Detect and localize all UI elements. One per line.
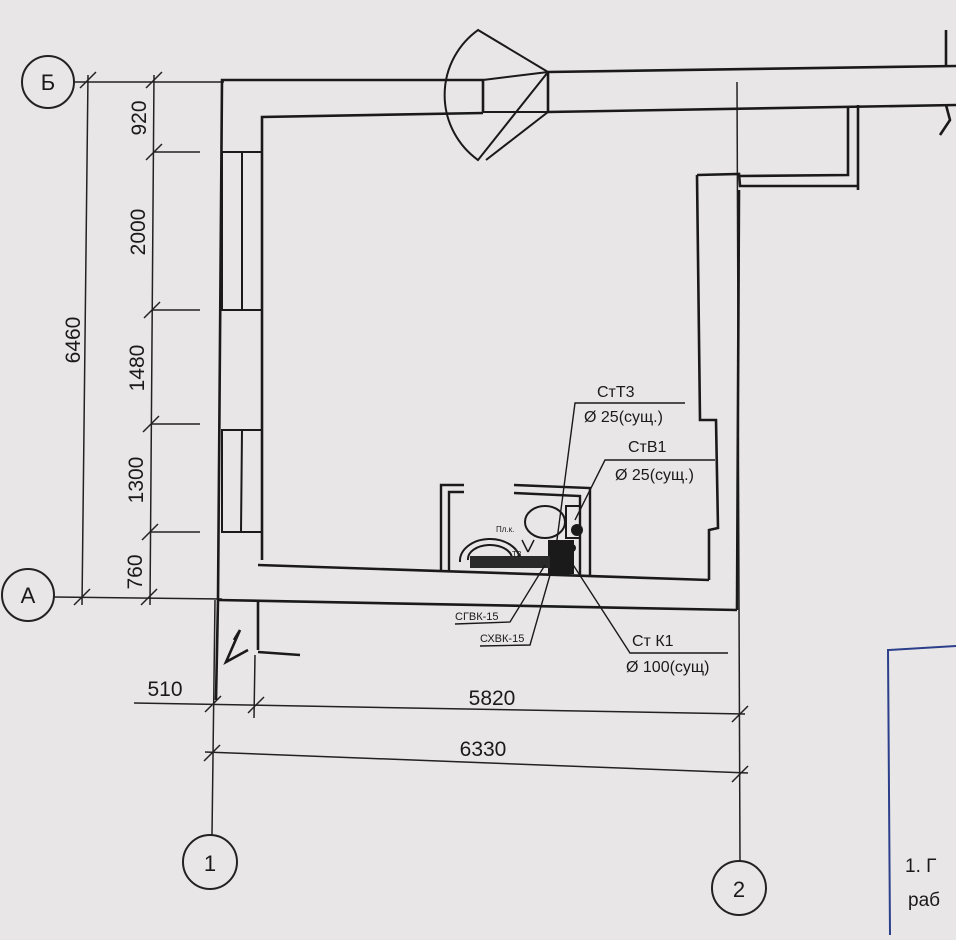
vertical-dimension-chain	[73, 71, 200, 606]
riser-k1-diameter: Ø 100(сущ)	[626, 659, 709, 676]
t3-label: Т3	[512, 550, 522, 559]
dim-segment-760: 760	[124, 554, 147, 589]
dim-overall-width: 6330	[460, 738, 507, 761]
dim-inner-width: 5820	[469, 687, 516, 710]
shvk-label: СХВК-15	[480, 633, 524, 645]
sink-fixture	[458, 537, 521, 563]
axis-a-label: А	[21, 583, 36, 608]
axis-1: 1	[182, 599, 238, 890]
riser-t3-diameter: Ø 25(сущ.)	[584, 409, 663, 426]
dim-segment-1480: 1480	[126, 345, 149, 392]
side-note-line-1: 1. Г	[905, 856, 936, 877]
riser-k1-label: Ст К1	[632, 633, 674, 650]
riser-v1-diameter: Ø 25(сущ.)	[615, 467, 694, 484]
dim-segment-1300: 1300	[125, 457, 148, 504]
leader-lines	[454, 402, 728, 654]
door-swing	[443, 28, 550, 162]
window-openings	[221, 151, 263, 533]
riser-v1-label: СтВ1	[628, 439, 667, 456]
toilet-fixture	[524, 505, 581, 539]
floor-drain-label: Пл.к.	[496, 525, 514, 534]
axis-1-label: 1	[204, 851, 216, 876]
dim-segment-920: 920	[128, 100, 151, 135]
horizontal-dimension-chain	[133, 654, 749, 783]
side-note-line-2: раб	[908, 890, 940, 911]
axis-2-label: 2	[733, 877, 745, 902]
sgvk-label: СГВК-15	[455, 611, 499, 623]
walls	[214, 30, 956, 701]
dim-segment-2000: 2000	[127, 209, 150, 256]
axis-b: Б	[21, 55, 224, 109]
side-note-frame	[886, 645, 956, 936]
axis-b-label: Б	[41, 70, 55, 95]
dim-left-offset: 510	[147, 678, 182, 701]
dim-overall-height: 6460	[62, 317, 85, 364]
bathroom-partition	[439, 483, 592, 575]
riser-t3-label: СтТ3	[597, 384, 635, 401]
